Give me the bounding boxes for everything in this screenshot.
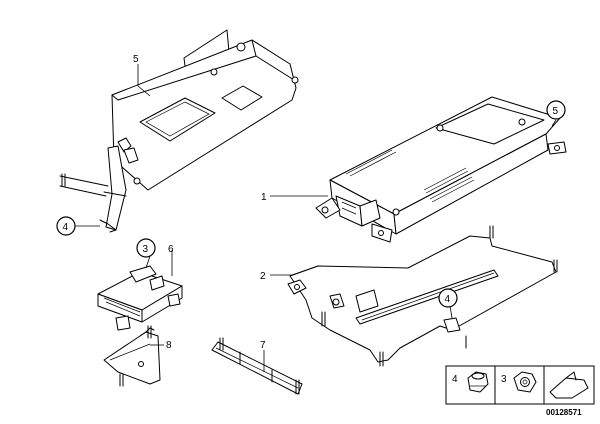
circled-ref-4-left: 4	[56, 216, 76, 236]
circled-ref-3-left-label: 3	[143, 244, 149, 255]
strip-part-7	[211, 337, 303, 395]
callout-7: 7	[260, 340, 266, 351]
bracket-part-5	[59, 29, 299, 233]
image-number: 00128571	[546, 408, 582, 417]
bracket-part-8	[103, 325, 161, 387]
callout-6: 6	[168, 244, 174, 255]
legend-item-4-label: 4	[452, 374, 458, 385]
fastener-legend: 4 3	[445, 365, 595, 405]
arrow-marker-icon	[549, 371, 589, 399]
circled-ref-4-right: 4	[438, 288, 458, 308]
callout-5: 5	[133, 54, 139, 65]
circled-ref-5-right-label: 5	[553, 106, 559, 117]
callout-8: 8	[166, 340, 172, 351]
circled-ref-4-right-label: 4	[445, 294, 451, 305]
callout-1: 1	[261, 192, 267, 203]
module-part-6	[97, 265, 183, 331]
legend-item-3-label: 3	[501, 374, 507, 385]
callout-2: 2	[260, 271, 266, 282]
leader-lines	[74, 64, 557, 372]
clip-nut-icon	[467, 371, 489, 393]
circled-ref-3-left: 3	[136, 238, 156, 258]
hex-nut-icon	[513, 371, 537, 393]
circled-ref-5-right: 5	[546, 100, 566, 120]
carrier-plate-part-2	[287, 225, 558, 367]
control-unit-part-1	[315, 96, 567, 243]
circled-ref-4-left-label: 4	[63, 222, 69, 233]
